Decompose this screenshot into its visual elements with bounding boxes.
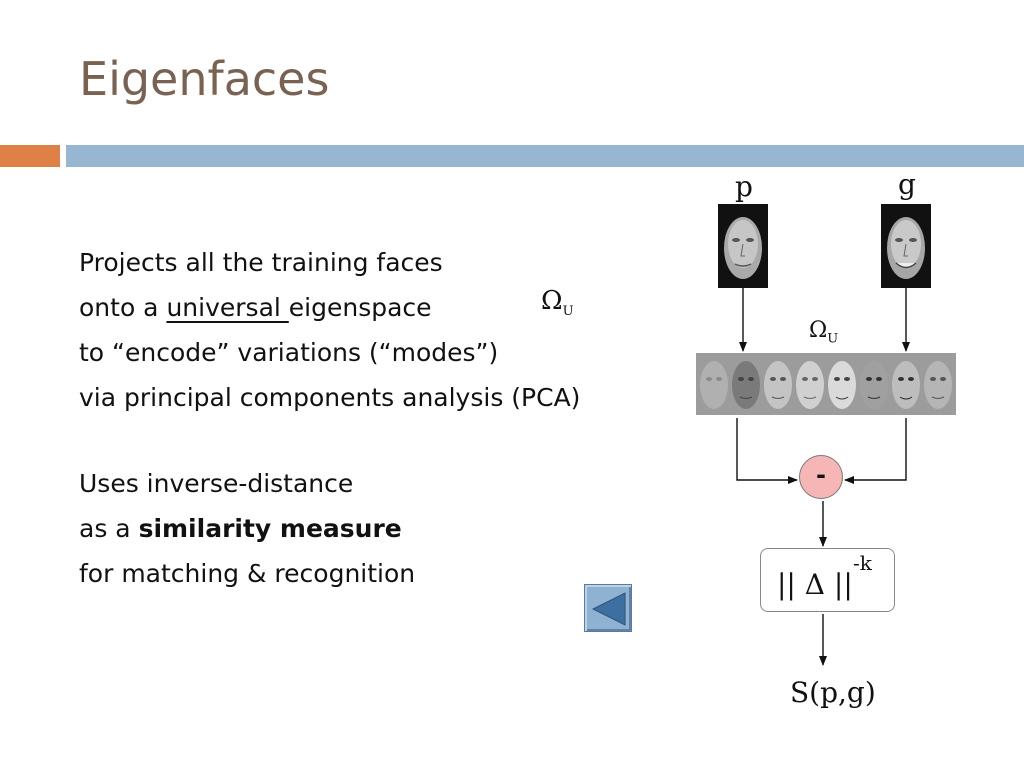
norm-box: || Δ || -k xyxy=(760,548,895,612)
eigenface-4 xyxy=(796,361,824,409)
omega-subscript: U xyxy=(827,331,839,347)
universal-word: universal xyxy=(166,293,289,322)
text-line-2-post: eigenspace xyxy=(288,293,432,322)
text-line-2-pre: onto a xyxy=(79,293,167,322)
eigenspace-omega-label: ΩU xyxy=(809,318,838,346)
similarity-output-label: S(p,g) xyxy=(790,676,876,709)
omega-glyph: Ω xyxy=(541,286,563,316)
text-line-1: Projects all the training faces xyxy=(79,248,443,277)
eigenface-2 xyxy=(732,361,760,409)
eigenface-7 xyxy=(892,361,920,409)
text-line-7: for matching & recognition xyxy=(79,559,416,588)
similarity-measure-bold: similarity measure xyxy=(138,514,402,543)
text-line-4: via principal components analysis (PCA) xyxy=(79,383,581,412)
norm-text: || Δ || xyxy=(777,568,853,601)
back-button[interactable] xyxy=(584,584,632,632)
accent-bar-orange xyxy=(0,145,60,167)
text-line-6-pre: as a xyxy=(79,514,139,543)
text-line-6: as a similarity measure xyxy=(79,506,580,551)
omega-subscript: U xyxy=(562,304,574,320)
diagram-connectors xyxy=(736,288,910,666)
accent-bar-blue xyxy=(66,145,1024,167)
body-text: Projects all the training faces onto a u… xyxy=(79,240,580,596)
gallery-label: g xyxy=(898,168,916,201)
norm-exponent: -k xyxy=(853,551,872,575)
text-line-2: onto a universal eigenspace xyxy=(79,285,580,330)
eigenface-3 xyxy=(764,361,792,409)
back-triangle-icon xyxy=(591,592,626,626)
eigenface-6 xyxy=(860,361,888,409)
slide-title: Eigenfaces xyxy=(79,52,330,106)
eigenface-8 xyxy=(924,361,952,409)
probe-face-image xyxy=(718,204,768,288)
eigenfaces-diagram: p g ΩU xyxy=(686,168,966,728)
eigenface-5 xyxy=(828,361,856,409)
gallery-face-image xyxy=(881,204,931,288)
omega-u-symbol: ΩU xyxy=(541,286,574,319)
paragraph-gap xyxy=(79,420,580,461)
arrow-left-to-minus xyxy=(736,418,798,484)
arrow-right-to-minus xyxy=(844,418,907,484)
eigenface-1 xyxy=(700,361,728,409)
probe-label: p xyxy=(735,170,753,203)
text-line-5: Uses inverse-distance xyxy=(79,469,354,498)
difference-operator-node: - xyxy=(799,455,843,499)
omega-glyph: Ω xyxy=(809,318,828,343)
text-line-3: to “encode” variations (“modes”) xyxy=(79,338,499,367)
eigenfaces-strip-image xyxy=(696,353,956,415)
